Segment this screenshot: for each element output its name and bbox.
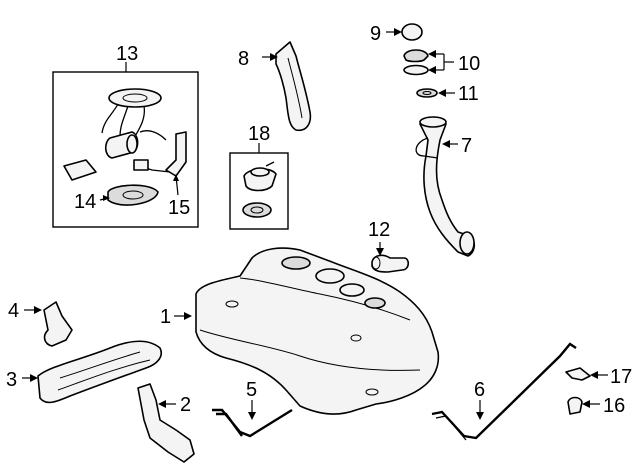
tank-strap-hole-1 (225, 300, 239, 308)
callout-15: 15 (168, 197, 190, 219)
sender-float (133, 159, 149, 171)
filler-cap (401, 23, 423, 41)
leader-5-arrow (248, 412, 256, 420)
leader-10-arrow-bottom (428, 66, 436, 74)
vent-seal (242, 202, 272, 218)
callout-5: 5 (246, 379, 257, 401)
strap-bolt (567, 396, 583, 415)
leader-7-arrow (442, 140, 450, 148)
leader-10-arrow-top (428, 50, 436, 58)
leader-17-arrow (590, 371, 598, 379)
callout-2: 2 (180, 394, 191, 416)
callout-14: 14 (74, 191, 96, 213)
leader-15-arrow (173, 174, 179, 181)
tank-strap-right-inner (435, 415, 467, 441)
strap-clip-group (565, 367, 608, 381)
callout-11: 11 (458, 83, 479, 105)
vent-seal-hole (250, 206, 264, 214)
callout-8: 8 (238, 48, 249, 70)
pump-end (126, 134, 138, 154)
tank-strap-left (212, 408, 293, 438)
leader-14-arrow (103, 195, 110, 201)
tank-strap-right (431, 342, 577, 440)
tank-vent-opening (364, 297, 386, 309)
fuel-tank (195, 247, 440, 415)
callout-12: 12 (368, 219, 390, 241)
leader-1-arrow (184, 312, 192, 320)
filler-hose-group (371, 242, 410, 273)
filler-hose-end (371, 256, 381, 270)
leader-2-arrow (158, 400, 166, 408)
leader-11-arrow (438, 89, 446, 97)
strap-bolt-group (567, 396, 600, 415)
leader-6-arrow (476, 412, 484, 420)
vent-valve-top (250, 167, 270, 177)
callout-7: 7 (461, 135, 472, 157)
leader-16-arrow (582, 400, 590, 408)
callout-3: 3 (6, 369, 17, 391)
callout-9: 9 (370, 23, 381, 45)
tank-pump-opening (281, 256, 311, 270)
pump-flange-inner (122, 93, 148, 103)
filler-seal-hole (422, 91, 432, 95)
cap-housing (403, 49, 429, 63)
tank-bracket-group (137, 383, 195, 463)
heat-shield-rib-2 (57, 359, 151, 391)
callout-1: 1 (160, 306, 171, 328)
pump-wires (101, 103, 146, 139)
sender-bracket (165, 131, 187, 177)
vent-valve-nipple (265, 161, 275, 167)
filler-hose (371, 254, 410, 273)
leader-8-arrow (270, 53, 278, 61)
tank-lower-ridge (199, 329, 421, 371)
small-heat-shield (43, 301, 73, 347)
tank-strap-hole-3 (365, 388, 379, 396)
cap-gasket (403, 64, 429, 76)
pump-flange (108, 88, 162, 108)
vent-valve-group (229, 143, 289, 230)
callout-18: 18 (248, 123, 270, 145)
fuel-tank-group (174, 247, 440, 415)
tank-bump-2 (339, 283, 365, 297)
fuel-pump-assembly-group (52, 62, 199, 228)
tank-bump-1 (315, 268, 345, 284)
callout-16: 16 (603, 395, 625, 417)
callout-13: 13 (116, 43, 138, 65)
small-heat-shield-group (24, 301, 73, 347)
heat-shield-group (22, 340, 162, 404)
pump-hose (139, 130, 167, 141)
strap-clip (565, 367, 591, 381)
filler-pipe-group (415, 116, 476, 257)
callout-6: 6 (474, 379, 485, 401)
filler-neck-shield-group (262, 41, 312, 132)
filler-vent-tube (415, 137, 439, 159)
leader-12-arrow (376, 248, 384, 256)
callout-10: 10 (458, 53, 480, 75)
leader-4-arrow (34, 306, 42, 314)
heat-shield-rib-1 (59, 351, 141, 379)
tank-top-ridge (239, 277, 411, 321)
tank-strap-right-group (431, 342, 577, 441)
tank-strap-left-group (212, 400, 293, 438)
filler-cap-group (386, 23, 455, 98)
heat-shield (37, 340, 162, 404)
lock-ring-hole (122, 190, 144, 200)
filler-pipe-outlet (459, 231, 475, 255)
callout-17: 17 (610, 366, 632, 388)
tank-strap-hole-2 (350, 334, 362, 342)
pump-filter (63, 159, 97, 181)
callout-4: 4 (8, 300, 19, 322)
filler-seal (416, 88, 438, 98)
tank-bracket (137, 383, 195, 463)
filler-neck-shield (275, 41, 312, 132)
leader-9-arrow (394, 28, 402, 36)
filler-pipe-mouth (419, 116, 447, 128)
leader-3-arrow (30, 374, 38, 382)
lock-ring (107, 184, 159, 206)
shield-rib (287, 57, 303, 119)
